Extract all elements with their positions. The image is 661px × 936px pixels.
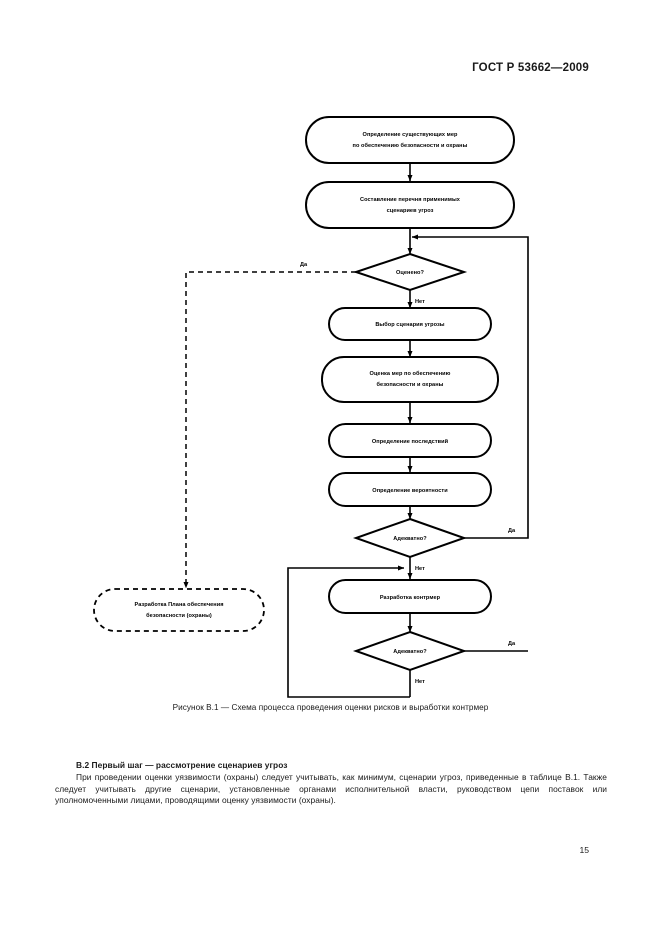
flow-terminal-security-plan-line1: Разработка Плана обеспечения: [134, 601, 223, 608]
flow-decision-adequate-2-label: Адекватно?: [393, 649, 427, 655]
edge-label-adequate-1-yes: Да: [508, 528, 516, 534]
flow-node-evaluate-measures: [321, 356, 499, 403]
flow-node-evaluate-measures-line1: Оценка мер по обеспечению: [370, 370, 451, 377]
flow-node-select-scenario: [328, 307, 492, 341]
flow-terminal-security-plan-line2: безопасности (охраны): [146, 612, 212, 619]
flow-terminal-security-plan: [93, 588, 265, 632]
flow-decision-adequate-2: [352, 630, 468, 672]
edge-label-adequate-2-no: Нет: [415, 679, 425, 685]
flow-node-develop-countermeasures-label: Разработка контрмер: [380, 594, 441, 601]
flow-node-evaluate-measures-line2: безопасности и охраны: [377, 381, 444, 388]
flow-node-determine-consequences-label: Определение последствий: [372, 438, 449, 445]
flow-node-develop-countermeasures: [328, 579, 492, 614]
figure-caption: Рисунок В.1 — Схема процесса проведения …: [172, 703, 489, 712]
flow-node-identify-measures-line2: по обеспечению безопасности и охраны: [353, 142, 468, 149]
flow-node-identify-measures-line1: Определение существующих мер: [363, 132, 458, 138]
edge-label-assessed-no: Нет: [415, 299, 425, 305]
flowchart-figure: Определение существующих мер по обеспече…: [0, 100, 661, 720]
flow-decision-adequate-1-label: Адекватно?: [393, 536, 427, 542]
page-number: 15: [579, 845, 589, 855]
flow-node-determine-probability-label: Определение вероятности: [372, 488, 448, 494]
edge-label-adequate-2-yes: Да: [508, 641, 516, 647]
flow-node-list-scenarios-line1: Составление перечня применимых: [360, 197, 461, 203]
flow-decision-assessed-label: Оценено?: [396, 270, 425, 276]
flow-node-list-scenarios: [305, 181, 515, 229]
flow-decision-adequate-1: [352, 517, 468, 559]
flow-node-determine-consequences: [328, 423, 492, 458]
edge-label-assessed-yes: Да: [300, 262, 308, 268]
body-paragraph: При проведении оценки уязвимости (охраны…: [55, 772, 607, 806]
flow-node-identify-measures: [305, 116, 515, 164]
flow-node-determine-probability: [328, 472, 492, 507]
flow-node-select-scenario-label: Выбор сценария угрозы: [375, 321, 444, 328]
standard-header: ГОСТ Р 53662—2009: [472, 62, 589, 74]
edge-label-adequate-1-no: Нет: [415, 566, 425, 572]
section-heading: В.2 Первый шаг — рассмотрение сценариев …: [76, 760, 288, 770]
flow-node-list-scenarios-line2: сценариев угроз: [387, 208, 434, 214]
flow-decision-assessed: [352, 252, 468, 292]
body-content: В.2 Первый шаг — рассмотрение сценариев …: [55, 760, 607, 807]
